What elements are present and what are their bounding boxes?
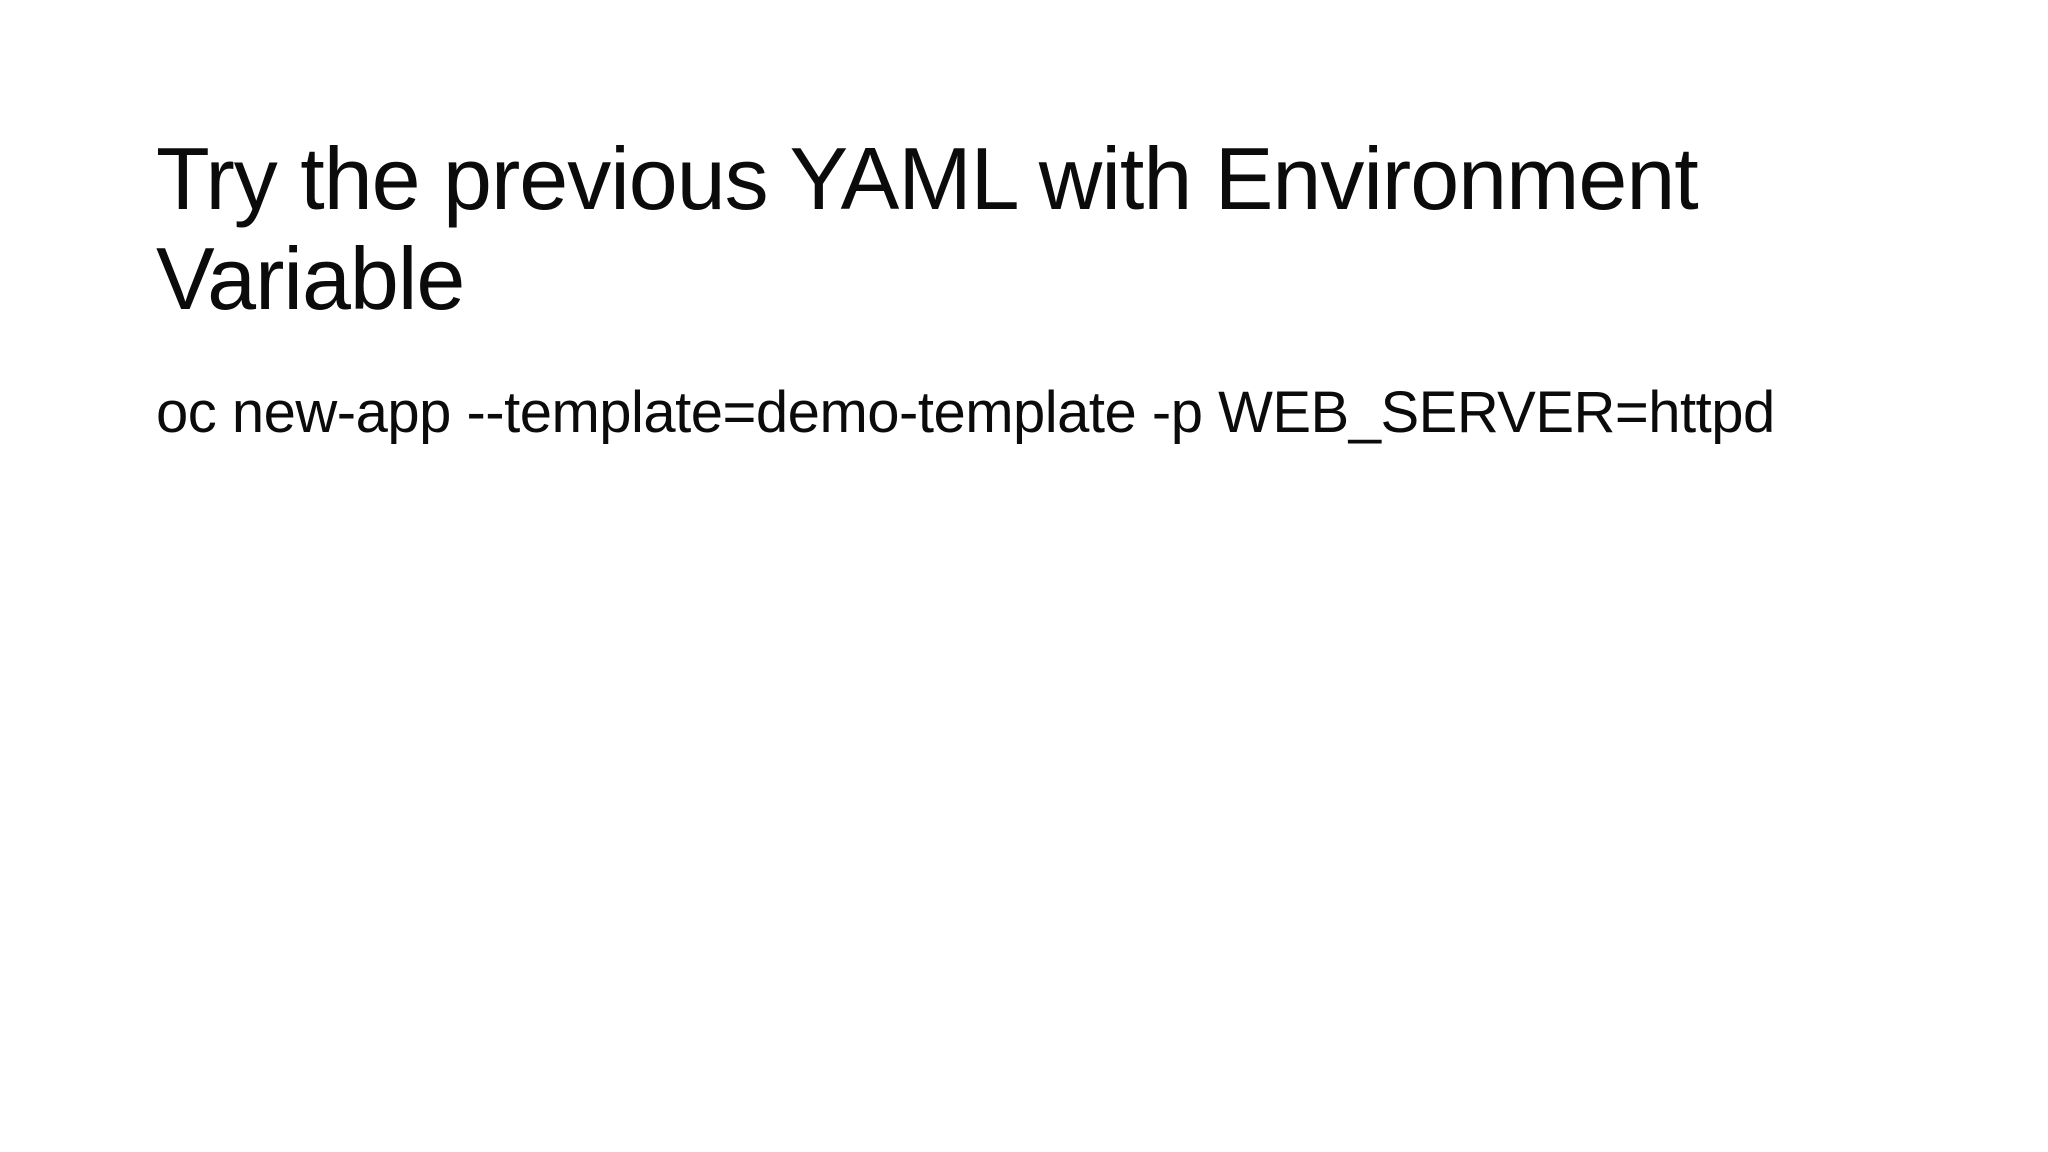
slide-title: Try the previous YAML with Environment V… — [156, 129, 1916, 329]
slide-title-line-1: Try the previous YAML with Environment — [156, 128, 1699, 228]
command-text: oc new-app --template=demo-template -p W… — [156, 380, 1775, 445]
slide-title-line-2: Variable — [156, 228, 465, 328]
